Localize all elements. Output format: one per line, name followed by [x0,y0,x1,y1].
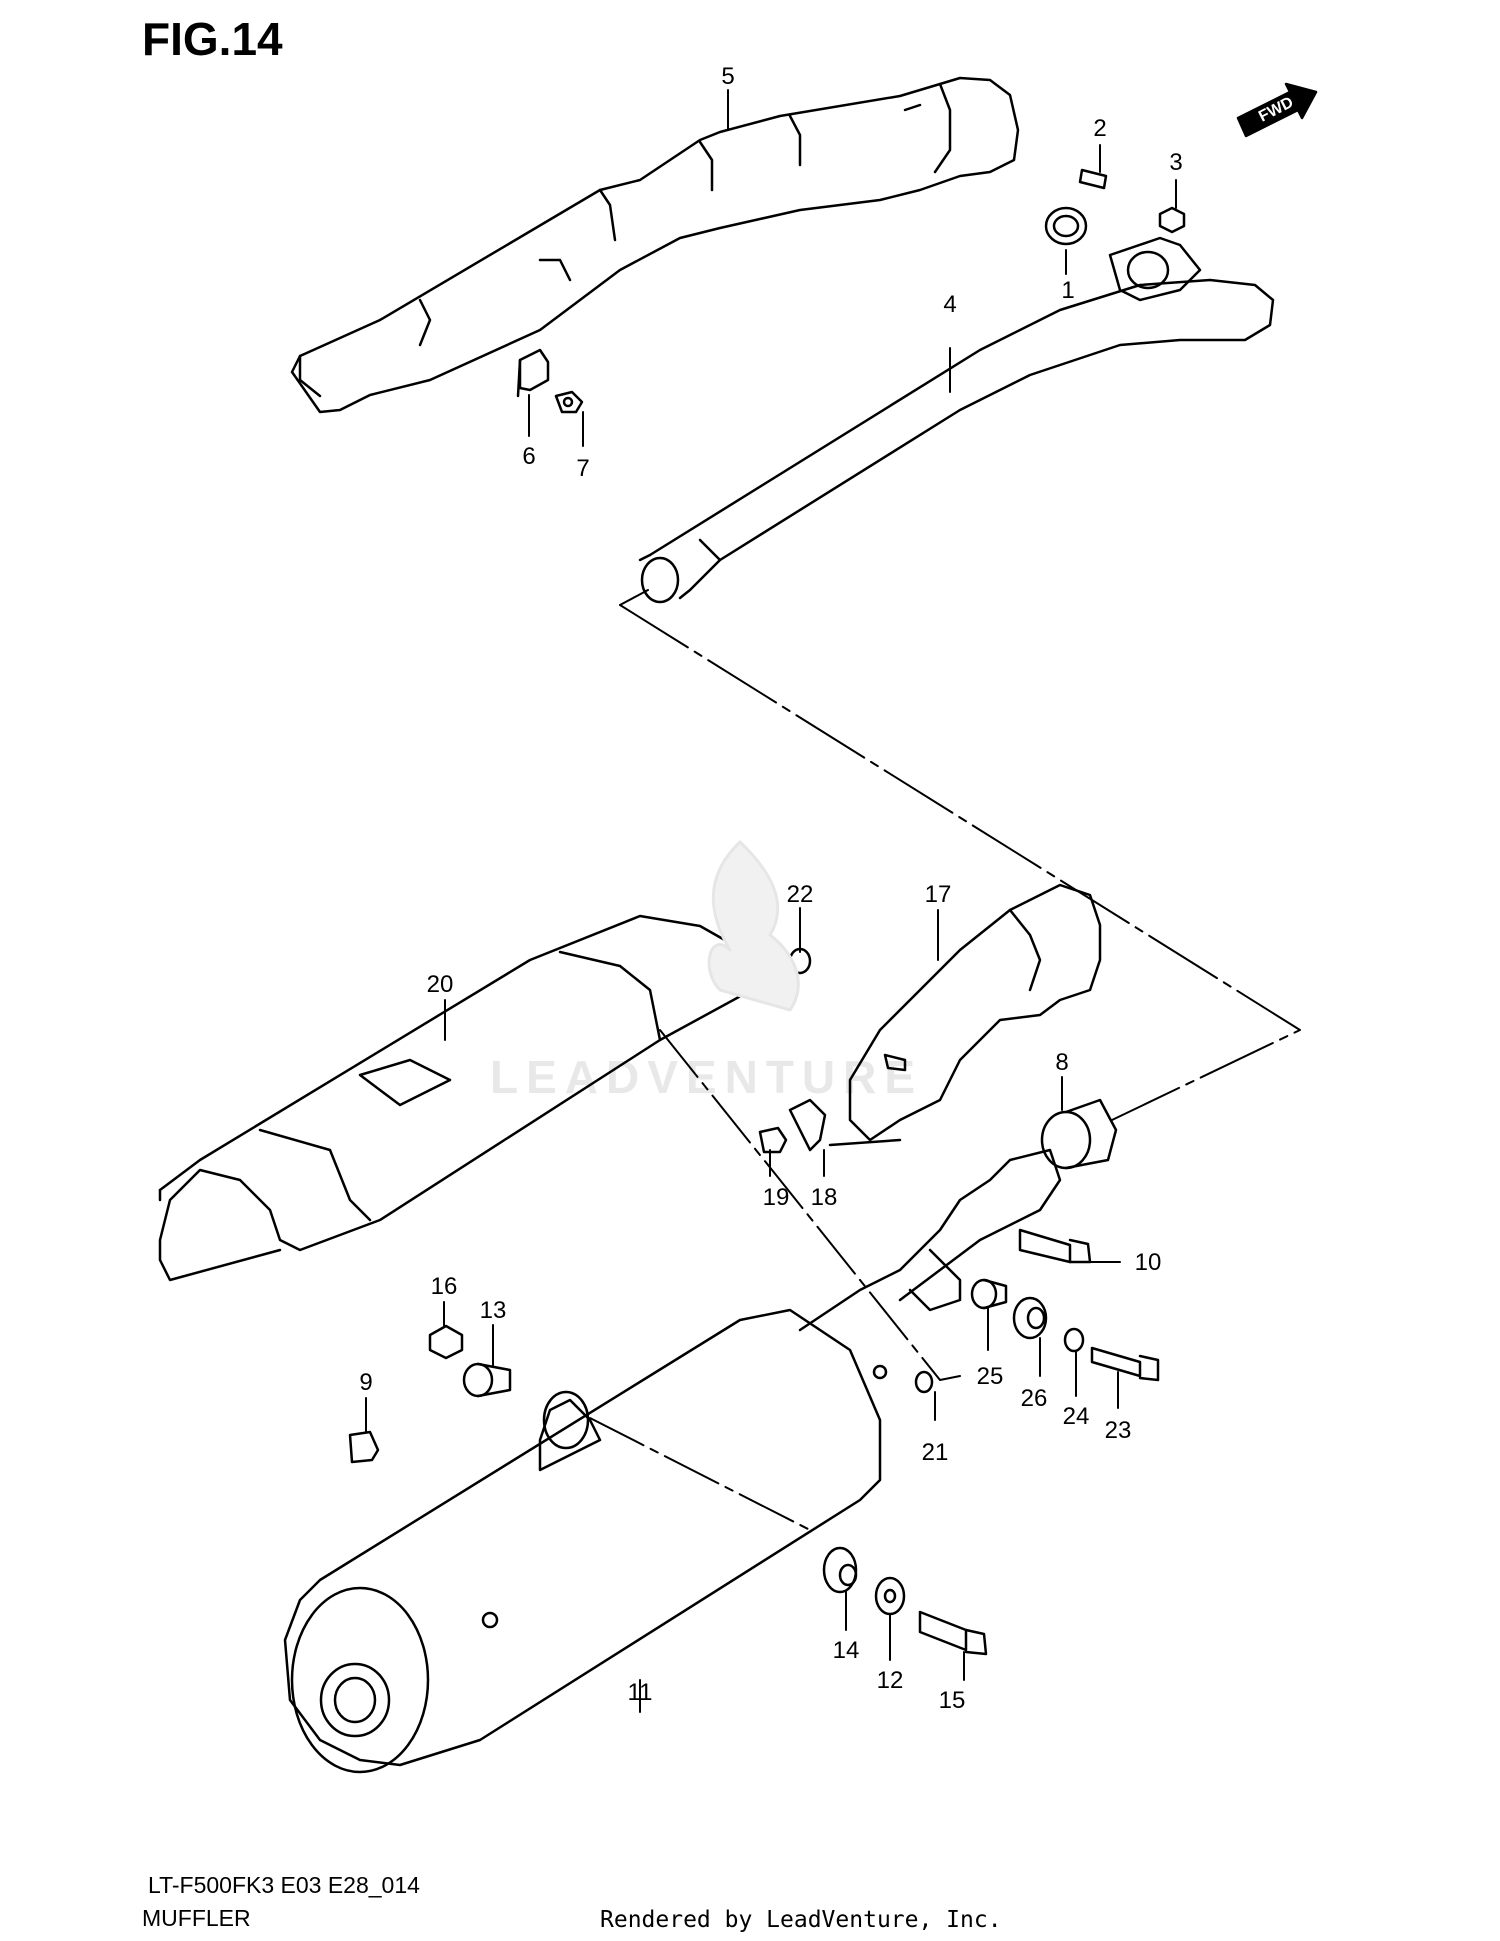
callout-22: 22 [787,881,814,908]
callout-5: 5 [721,63,734,90]
part-7-bolt [554,390,584,414]
part-11-muffler-body [283,1148,1062,1774]
part-21-grommet [914,1370,934,1394]
watermark-text: LEADVENTURE [490,1051,924,1103]
callout-26: 26 [1021,1385,1048,1412]
model-code: LT-F500FK3 E03 E28_014 [148,1872,420,1898]
section-name: MUFFLER [142,1905,251,1931]
alignment-line [589,1029,961,1531]
callout-7: 7 [576,455,589,482]
callout-17: 17 [925,881,952,908]
part-8-sleeve [1040,1098,1118,1170]
callout-12: 12 [877,1667,904,1694]
callout-2: 2 [1093,115,1106,142]
callout-11: 11 [628,1679,653,1706]
part-25-collar [970,1278,1008,1310]
part-15-bolt [918,1610,988,1656]
callout-6: 6 [522,443,535,470]
callout-13: 13 [480,1297,507,1324]
part-24-washer [1063,1327,1085,1353]
part-23-bolt [1090,1346,1160,1382]
callout-25: 25 [977,1363,1004,1390]
part-9-cap [348,1430,380,1464]
callout-15: 15 [939,1687,966,1714]
callout-4: 4 [943,291,956,318]
part-19-bolt [758,1126,788,1154]
callout-10: 10 [1135,1249,1162,1276]
callout-18: 18 [811,1184,838,1211]
watermark-flame-icon [707,840,800,1012]
part-13-collar [462,1362,512,1398]
callout-21: 21 [922,1439,949,1466]
callout-9: 9 [359,1369,372,1396]
part-20-muffler-cover [158,914,772,1282]
render-credit: Rendered by LeadVenture, Inc. [600,1907,1002,1933]
part-2-stud [1078,168,1108,190]
part-26-grommet [1012,1296,1048,1340]
part-1-gasket [1044,206,1088,246]
callout-8: 8 [1055,1049,1068,1076]
part-5-heat-shield [290,76,1020,414]
part-17-heat-guard [848,883,1102,1142]
fwd-arrow-icon [1236,82,1318,138]
part-18-clip [788,1098,902,1152]
callout-24: 24 [1063,1403,1090,1430]
callout-16: 16 [431,1273,458,1300]
part-16-nut [428,1324,464,1360]
callout-20: 20 [427,971,454,998]
leader-lines [365,89,1177,1713]
callout-14: 14 [833,1637,860,1664]
part-10-bolt [1018,1228,1092,1264]
callout-23: 23 [1105,1417,1132,1444]
part-3-nut [1158,206,1186,234]
part-4-exhaust-pipe [638,236,1275,604]
routing-line [619,589,1301,1121]
callout-3: 3 [1169,149,1182,176]
callout-19: 19 [763,1184,790,1211]
callout-labels: 1 2 3 4 5 6 7 8 9 10 11 12 13 14 15 16 1… [359,63,1182,1714]
callout-1: 1 [1061,277,1074,304]
part-14-grommet [822,1546,858,1594]
figure-title: FIG.14 [142,13,283,65]
part-12-washer [874,1576,906,1616]
part-6-clip [516,348,550,398]
